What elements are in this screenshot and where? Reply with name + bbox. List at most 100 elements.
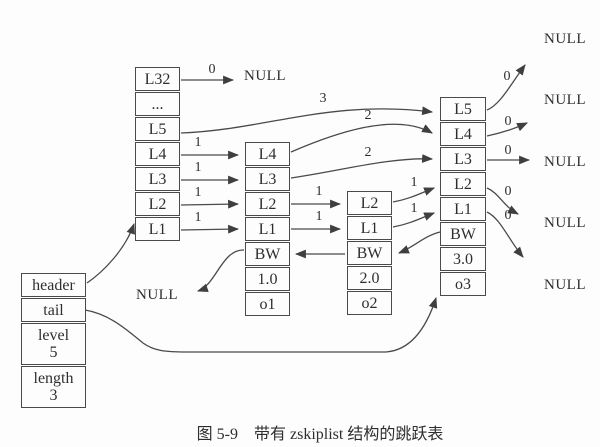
node-o1-cell: L2 bbox=[245, 192, 290, 216]
node-o1-cell: 1.0 bbox=[245, 267, 290, 291]
span-label-header-l5: 3 bbox=[319, 91, 327, 106]
node-o2-cell: L1 bbox=[347, 216, 392, 240]
arrow-o2-l1-to-o3 bbox=[392, 212, 436, 228]
cell-text: BW bbox=[450, 225, 476, 243]
node-o3-cell: 3.0 bbox=[440, 247, 486, 271]
struct-cell-label: tail bbox=[43, 301, 64, 319]
node-o3-cell: L1 bbox=[440, 197, 486, 221]
node-o2-cell: 2.0 bbox=[347, 266, 392, 290]
node-o3-column: L5 L4 L3 L2 L1 BW 3.0 o3 bbox=[440, 97, 486, 296]
cell-text: 1.0 bbox=[257, 270, 278, 288]
cell-text: L2 bbox=[258, 195, 277, 213]
span-label-o3-l1: 0 bbox=[504, 208, 512, 223]
cell-text: L2 bbox=[360, 194, 379, 212]
node-o3-cell: L2 bbox=[440, 172, 486, 196]
arrow-o3-l4-to-null bbox=[486, 122, 528, 137]
null-label-right-4: NULL bbox=[544, 215, 586, 231]
cell-text: L4 bbox=[258, 145, 277, 163]
span-label-header-l2: 1 bbox=[194, 185, 202, 200]
cell-text: BW bbox=[254, 245, 281, 263]
node-o1-cell: L3 bbox=[245, 167, 290, 191]
arrow-o3-l1-to-null bbox=[486, 211, 524, 258]
null-label-top: NULL bbox=[244, 68, 286, 84]
struct-cell-value: 3 bbox=[49, 387, 58, 404]
span-label-o3-l3: 0 bbox=[504, 143, 512, 158]
cell-text: L1 bbox=[454, 200, 472, 218]
struct-cell-value: 5 bbox=[49, 344, 58, 361]
node-o3-cell: L4 bbox=[440, 122, 486, 146]
span-label-o1-l3: 2 bbox=[364, 145, 372, 160]
struct-cell-length: length 3 bbox=[21, 366, 86, 408]
header-node-column: L32 ... L5 L4 L3 L2 L1 bbox=[135, 67, 180, 241]
struct-cell-level: level 5 bbox=[21, 323, 86, 365]
null-label-right-3: NULL bbox=[544, 154, 586, 170]
span-label-o2-l1: 1 bbox=[410, 201, 418, 216]
span-label-header-l32: 0 bbox=[208, 62, 216, 77]
node-o3-cell: L3 bbox=[440, 147, 486, 171]
span-label-o3-l4: 0 bbox=[504, 114, 512, 129]
header-node-cell: L3 bbox=[135, 167, 180, 191]
node-o1-cell: L4 bbox=[245, 142, 290, 166]
null-label-right-5: NULL bbox=[544, 277, 586, 293]
arrow-header-l5-to-o3 bbox=[180, 106, 434, 134]
span-label-o2-l2: 1 bbox=[410, 175, 418, 190]
cell-text: L4 bbox=[454, 125, 472, 143]
null-label-right-1: NULL bbox=[544, 31, 586, 47]
node-o1-cell: BW bbox=[245, 242, 290, 266]
header-node-cell: L4 bbox=[135, 142, 180, 166]
arrow-struct-tail-to-o3 bbox=[84, 296, 438, 353]
cell-text: L3 bbox=[454, 150, 472, 168]
cell-text: o1 bbox=[259, 295, 276, 313]
arrow-o1-l3-to-o3 bbox=[290, 154, 434, 179]
arrow-o3-bw-to-o2 bbox=[397, 231, 441, 254]
cell-text: 3.0 bbox=[453, 250, 473, 268]
figure-caption: 图 5-9 带有 zskiplist 结构的跳跃表 bbox=[196, 426, 444, 443]
cell-text: o3 bbox=[455, 275, 471, 293]
cell-text: L2 bbox=[148, 195, 167, 213]
arrow-o2-l2-to-o3 bbox=[392, 187, 436, 203]
header-node-cell: L32 bbox=[135, 67, 180, 91]
header-node-cell: L1 bbox=[135, 217, 180, 241]
node-o1-cell: o1 bbox=[245, 292, 290, 316]
cell-text: L5 bbox=[454, 100, 472, 118]
arrow-o3-l2-to-null bbox=[486, 187, 519, 215]
node-o2-cell: BW bbox=[347, 241, 392, 265]
struct-cell-label: level bbox=[37, 327, 70, 344]
node-o2-column: L2 L1 BW 2.0 o2 bbox=[347, 191, 392, 315]
cell-text: BW bbox=[356, 244, 383, 262]
node-o3-cell: BW bbox=[440, 222, 486, 246]
struct-cell-header: header bbox=[21, 273, 86, 297]
span-label-o1-l1: 1 bbox=[315, 209, 323, 224]
cell-text: L1 bbox=[360, 219, 379, 237]
arrow-o1-bw-to-null bbox=[196, 249, 245, 293]
arrow-o3-l5-to-null bbox=[486, 64, 526, 111]
span-label-o1-l2: 1 bbox=[315, 184, 323, 199]
null-label-backward: NULL bbox=[136, 287, 178, 303]
node-o3-cell: L5 bbox=[440, 97, 486, 121]
cell-text: L3 bbox=[148, 170, 167, 188]
header-node-cell: L2 bbox=[135, 192, 180, 216]
span-label-header-l4: 1 bbox=[194, 135, 202, 150]
node-o2-cell: L2 bbox=[347, 191, 392, 215]
header-node-cell: ... bbox=[135, 92, 180, 116]
node-o1-cell: L1 bbox=[245, 217, 290, 241]
null-label-right-2: NULL bbox=[544, 92, 586, 108]
arrow-header-l1-to-o1 bbox=[180, 224, 240, 234]
span-label-o1-l4: 2 bbox=[364, 108, 372, 123]
header-node-cell: L5 bbox=[135, 117, 180, 141]
span-label-header-l1: 1 bbox=[194, 210, 202, 225]
arrow-struct-header-to-headernode bbox=[86, 222, 135, 284]
span-label-o3-l2: 0 bbox=[504, 184, 512, 199]
cell-text: L2 bbox=[454, 175, 472, 193]
struct-cell-label: length bbox=[33, 370, 74, 387]
cell-text: L4 bbox=[148, 145, 167, 163]
node-o2-cell: o2 bbox=[347, 291, 392, 315]
struct-cell-tail: tail bbox=[21, 298, 86, 322]
zskiplist-struct-box: header tail level 5 length 3 bbox=[21, 273, 86, 408]
cell-text: L32 bbox=[144, 70, 171, 88]
cell-text: L1 bbox=[148, 220, 167, 238]
arrow-header-l2-to-o1 bbox=[180, 199, 240, 209]
span-label-o3-l5: 0 bbox=[503, 69, 511, 84]
